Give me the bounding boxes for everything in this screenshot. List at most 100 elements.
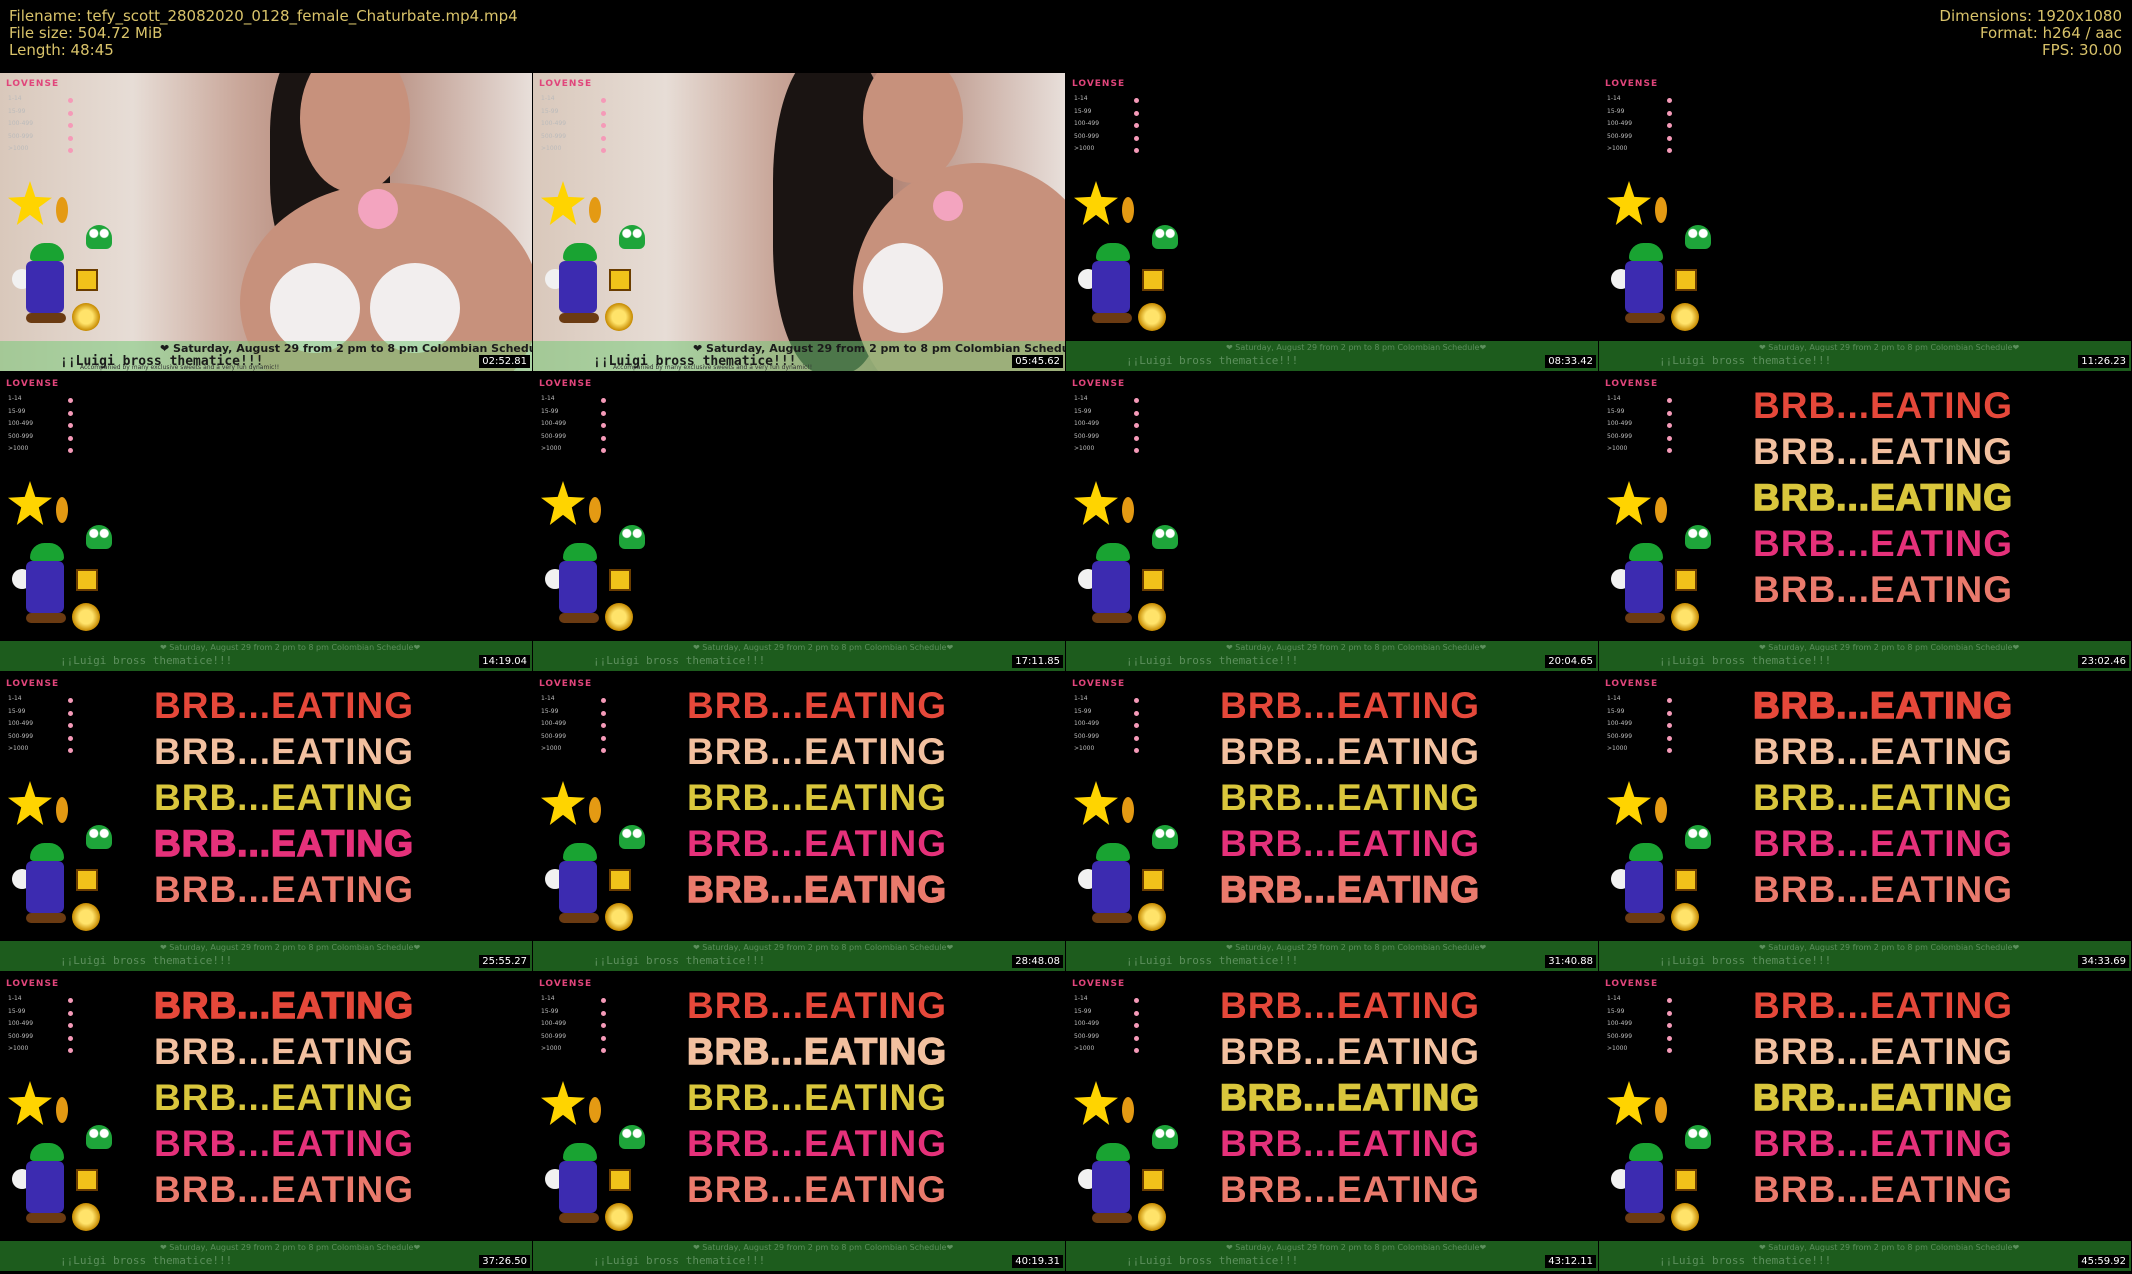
tip-level-dot [1134,735,1139,741]
tip-level-dot [68,998,73,1003]
question-block-icon [1142,569,1164,591]
schedule-ticker: ❤ Saturday, August 29 from 2 pm to 8 pm … [1066,1241,1598,1271]
tip-level-dot [1134,423,1139,428]
schedule-ticker: ❤ Saturday, August 29 from 2 pm to 8 pm … [1066,941,1598,971]
schedule-ticker: ❤ Saturday, August 29 from 2 pm to 8 pm … [533,641,1065,671]
tip-level-row: 15-99 [541,708,611,721]
tip-level-row: 500-999 [8,133,78,146]
tip-level-row: 15-99 [1074,108,1144,121]
tip-level-dot [1134,135,1139,141]
brb-eating-line: BRB...EATING [153,984,415,1027]
ticker-schedule: ❤ Saturday, August 29 from 2 pm to 8 pm … [1226,343,1487,352]
tip-level-dot [68,123,73,128]
question-block-icon [609,269,631,291]
luigi-body-icon [26,861,64,913]
tip-level-dot [601,1023,606,1028]
lovense-label: LOVENSE [539,79,593,89]
tip-level-dot [601,135,606,141]
luigi-cap-icon [1096,243,1130,261]
tip-level-dot [1134,748,1139,753]
mushroom-icon [86,525,112,549]
tip-level-row: 500-999 [8,733,78,746]
header-left: Filename: tefy_scott_28082020_0128_femal… [9,8,518,59]
brb-eating-line: BRB...EATING [687,1169,948,1210]
tip-level-dot [601,1035,606,1041]
tip-level-row: 500-999 [541,1033,611,1046]
mushroom-icon [619,825,645,849]
brb-eating-line: BRB...EATING [1753,1123,2014,1164]
tip-level-row: >1000 [541,1045,611,1058]
ticker-schedule: ❤ Saturday, August 29 from 2 pm to 8 pm … [693,1243,954,1252]
ticker-schedule: ❤ Saturday, August 29 from 2 pm to 8 pm … [160,643,421,652]
tip-level-dot [68,1023,73,1028]
luigi-shoe-icon [559,1213,599,1223]
garment-shape [863,243,943,333]
tip-level-dot [1667,123,1672,128]
tip-level-row: >1000 [1074,445,1144,458]
timestamp-label: 34:33.69 [2078,955,2129,968]
tip-level-row: 100-499 [1074,420,1144,433]
tip-level-dot [1667,135,1672,141]
tip-level-dot [1667,735,1672,741]
ticker-schedule: ❤ Saturday, August 29 from 2 pm to 8 pm … [693,342,1065,355]
tip-level-row: >1000 [1607,1045,1677,1058]
tip-level-row: 1-14 [541,395,611,408]
tip-level-dot [1667,1048,1672,1053]
luigi-cap-icon [1629,543,1663,561]
tip-level-row: >1000 [8,445,78,458]
coin-icon [589,797,601,823]
coin-icon [1122,797,1134,823]
tip-level-row: 1-14 [1074,695,1144,708]
tip-level-dot [1134,410,1139,416]
star-icon [541,1081,585,1125]
brb-eating-line: BRB...EATING [1220,985,1481,1026]
schedule-ticker: ❤ Saturday, August 29 from 2 pm to 8 pm … [533,341,1065,371]
timestamp-label: 02:52.81 [479,355,530,368]
tip-level-row: >1000 [8,145,78,158]
brb-eating-line: BRB...EATING [154,1123,415,1164]
question-block-icon [76,269,98,291]
brb-eating-line: BRB...EATING [154,1031,415,1072]
fps-label: FPS: 30.00 [2042,41,2122,59]
tip-level-dot [68,423,73,428]
tip-level-row: 500-999 [541,733,611,746]
gold-coin-icon [1671,303,1699,331]
brb-eating-line: BRB...EATING [154,1077,415,1118]
ticker-theme: ¡¡Luigi bross thematice!!! [1126,654,1299,667]
tip-level-dot [1134,110,1139,116]
tip-level-dot [1134,998,1139,1003]
tip-level-row: 1-14 [8,695,78,708]
tip-level-dot [1667,98,1672,103]
luigi-shoe-icon [559,313,599,323]
tip-level-row: 15-99 [1607,708,1677,721]
tip-level-row: 500-999 [1074,433,1144,446]
tip-level-row: 500-999 [1074,1033,1144,1046]
luigi-body-icon [559,861,597,913]
gold-coin-icon [605,303,633,331]
tip-level-dot [1134,448,1139,453]
schedule-ticker: ❤ Saturday, August 29 from 2 pm to 8 pm … [0,1241,532,1271]
tip-level-dot [68,698,73,703]
tip-level-dot [601,410,606,416]
brb-eating-line: BRB...EATING [1753,731,2014,772]
ticker-schedule: ❤ Saturday, August 29 from 2 pm to 8 pm … [160,1243,421,1252]
tip-level-dot [68,748,73,753]
star-icon [541,781,585,825]
coin-icon [1655,1097,1667,1123]
luigi-cap-icon [563,843,597,861]
luigi-shoe-icon [1092,913,1132,923]
coin-icon [1122,1097,1134,1123]
mushroom-icon [1152,225,1178,249]
tip-level-row: >1000 [541,145,611,158]
luigi-body-icon [1092,1161,1130,1213]
tip-level-dot [601,123,606,128]
